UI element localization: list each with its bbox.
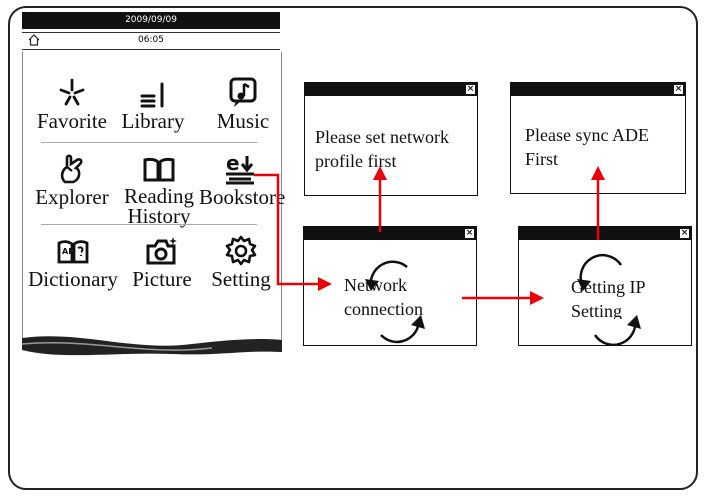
loading-spinner-icon <box>577 254 641 345</box>
app-explorer[interactable]: Explorer <box>29 152 115 208</box>
app-label-music: Music <box>216 109 270 133</box>
app-music[interactable]: Music <box>209 76 277 132</box>
popup-titlebar: × <box>519 227 691 240</box>
app-picture[interactable]: Picture <box>123 234 201 290</box>
row-divider <box>41 142 257 143</box>
app-label-bookstore: Bookstore <box>199 185 286 209</box>
app-bookstore[interactable]: e Bookstore <box>199 152 285 208</box>
popup-titlebar: × <box>305 83 477 96</box>
popup-message: Please set network profile first <box>315 127 449 171</box>
favorite-icon <box>59 78 85 106</box>
app-label-library: Library <box>121 109 185 133</box>
popup-titlebar: × <box>304 227 476 240</box>
music-icon <box>229 77 257 107</box>
library-icon <box>140 82 164 108</box>
row-divider <box>41 224 257 225</box>
app-label-setting: Setting <box>211 267 271 291</box>
close-icon[interactable]: × <box>674 84 683 94</box>
popup-message: Please sync ADE First <box>525 125 649 169</box>
dictionary-icon: AB <box>57 240 89 264</box>
camera-icon <box>146 237 177 265</box>
status-bar: 06:05 <box>22 32 280 50</box>
app-label-explorer: Explorer <box>35 185 109 209</box>
explorer-icon <box>60 154 83 184</box>
svg-text:e: e <box>226 152 240 175</box>
app-library[interactable]: Library <box>117 76 189 132</box>
app-label-reading-history: Reading History <box>124 184 194 228</box>
app-dictionary[interactable]: AB Dictionary <box>23 234 123 290</box>
app-setting[interactable]: Setting <box>203 234 279 290</box>
gear-icon <box>225 235 257 266</box>
close-icon[interactable]: × <box>466 84 475 94</box>
close-icon[interactable]: × <box>465 228 474 238</box>
app-grid: Favorite Library Music Explorer Reading … <box>22 52 285 342</box>
popup-getting-ip: × Getting IP Setting <box>518 226 692 346</box>
app-favorite[interactable]: Favorite <box>29 76 115 132</box>
decorative-wave <box>22 336 282 356</box>
device-screen: 2009/09/09 06:05 Favorite Library Music … <box>22 12 285 356</box>
popup-titlebar: × <box>511 83 685 96</box>
diagram-frame <box>8 6 698 490</box>
popup-message: Network connection <box>344 275 423 319</box>
close-icon[interactable]: × <box>680 228 689 238</box>
loading-spinner-icon <box>365 260 425 344</box>
home-icon[interactable] <box>28 34 40 46</box>
app-label-picture: Picture <box>132 267 192 291</box>
book-icon <box>143 157 175 182</box>
arrow-bookstore-to-network <box>254 173 320 286</box>
popup-network-connection: × Network connection <box>303 226 477 346</box>
svg-text:AB: AB <box>62 247 74 256</box>
status-date: 2009/09/09 <box>22 12 280 29</box>
app-label-dictionary: Dictionary <box>28 267 118 291</box>
popup-network-profile: × Please set network profile first <box>304 82 478 196</box>
app-reading-history[interactable]: Reading History <box>117 152 201 228</box>
app-label-favorite: Favorite <box>37 109 107 133</box>
status-time: 06:05 <box>138 35 164 45</box>
bookstore-icon: e <box>226 152 254 185</box>
